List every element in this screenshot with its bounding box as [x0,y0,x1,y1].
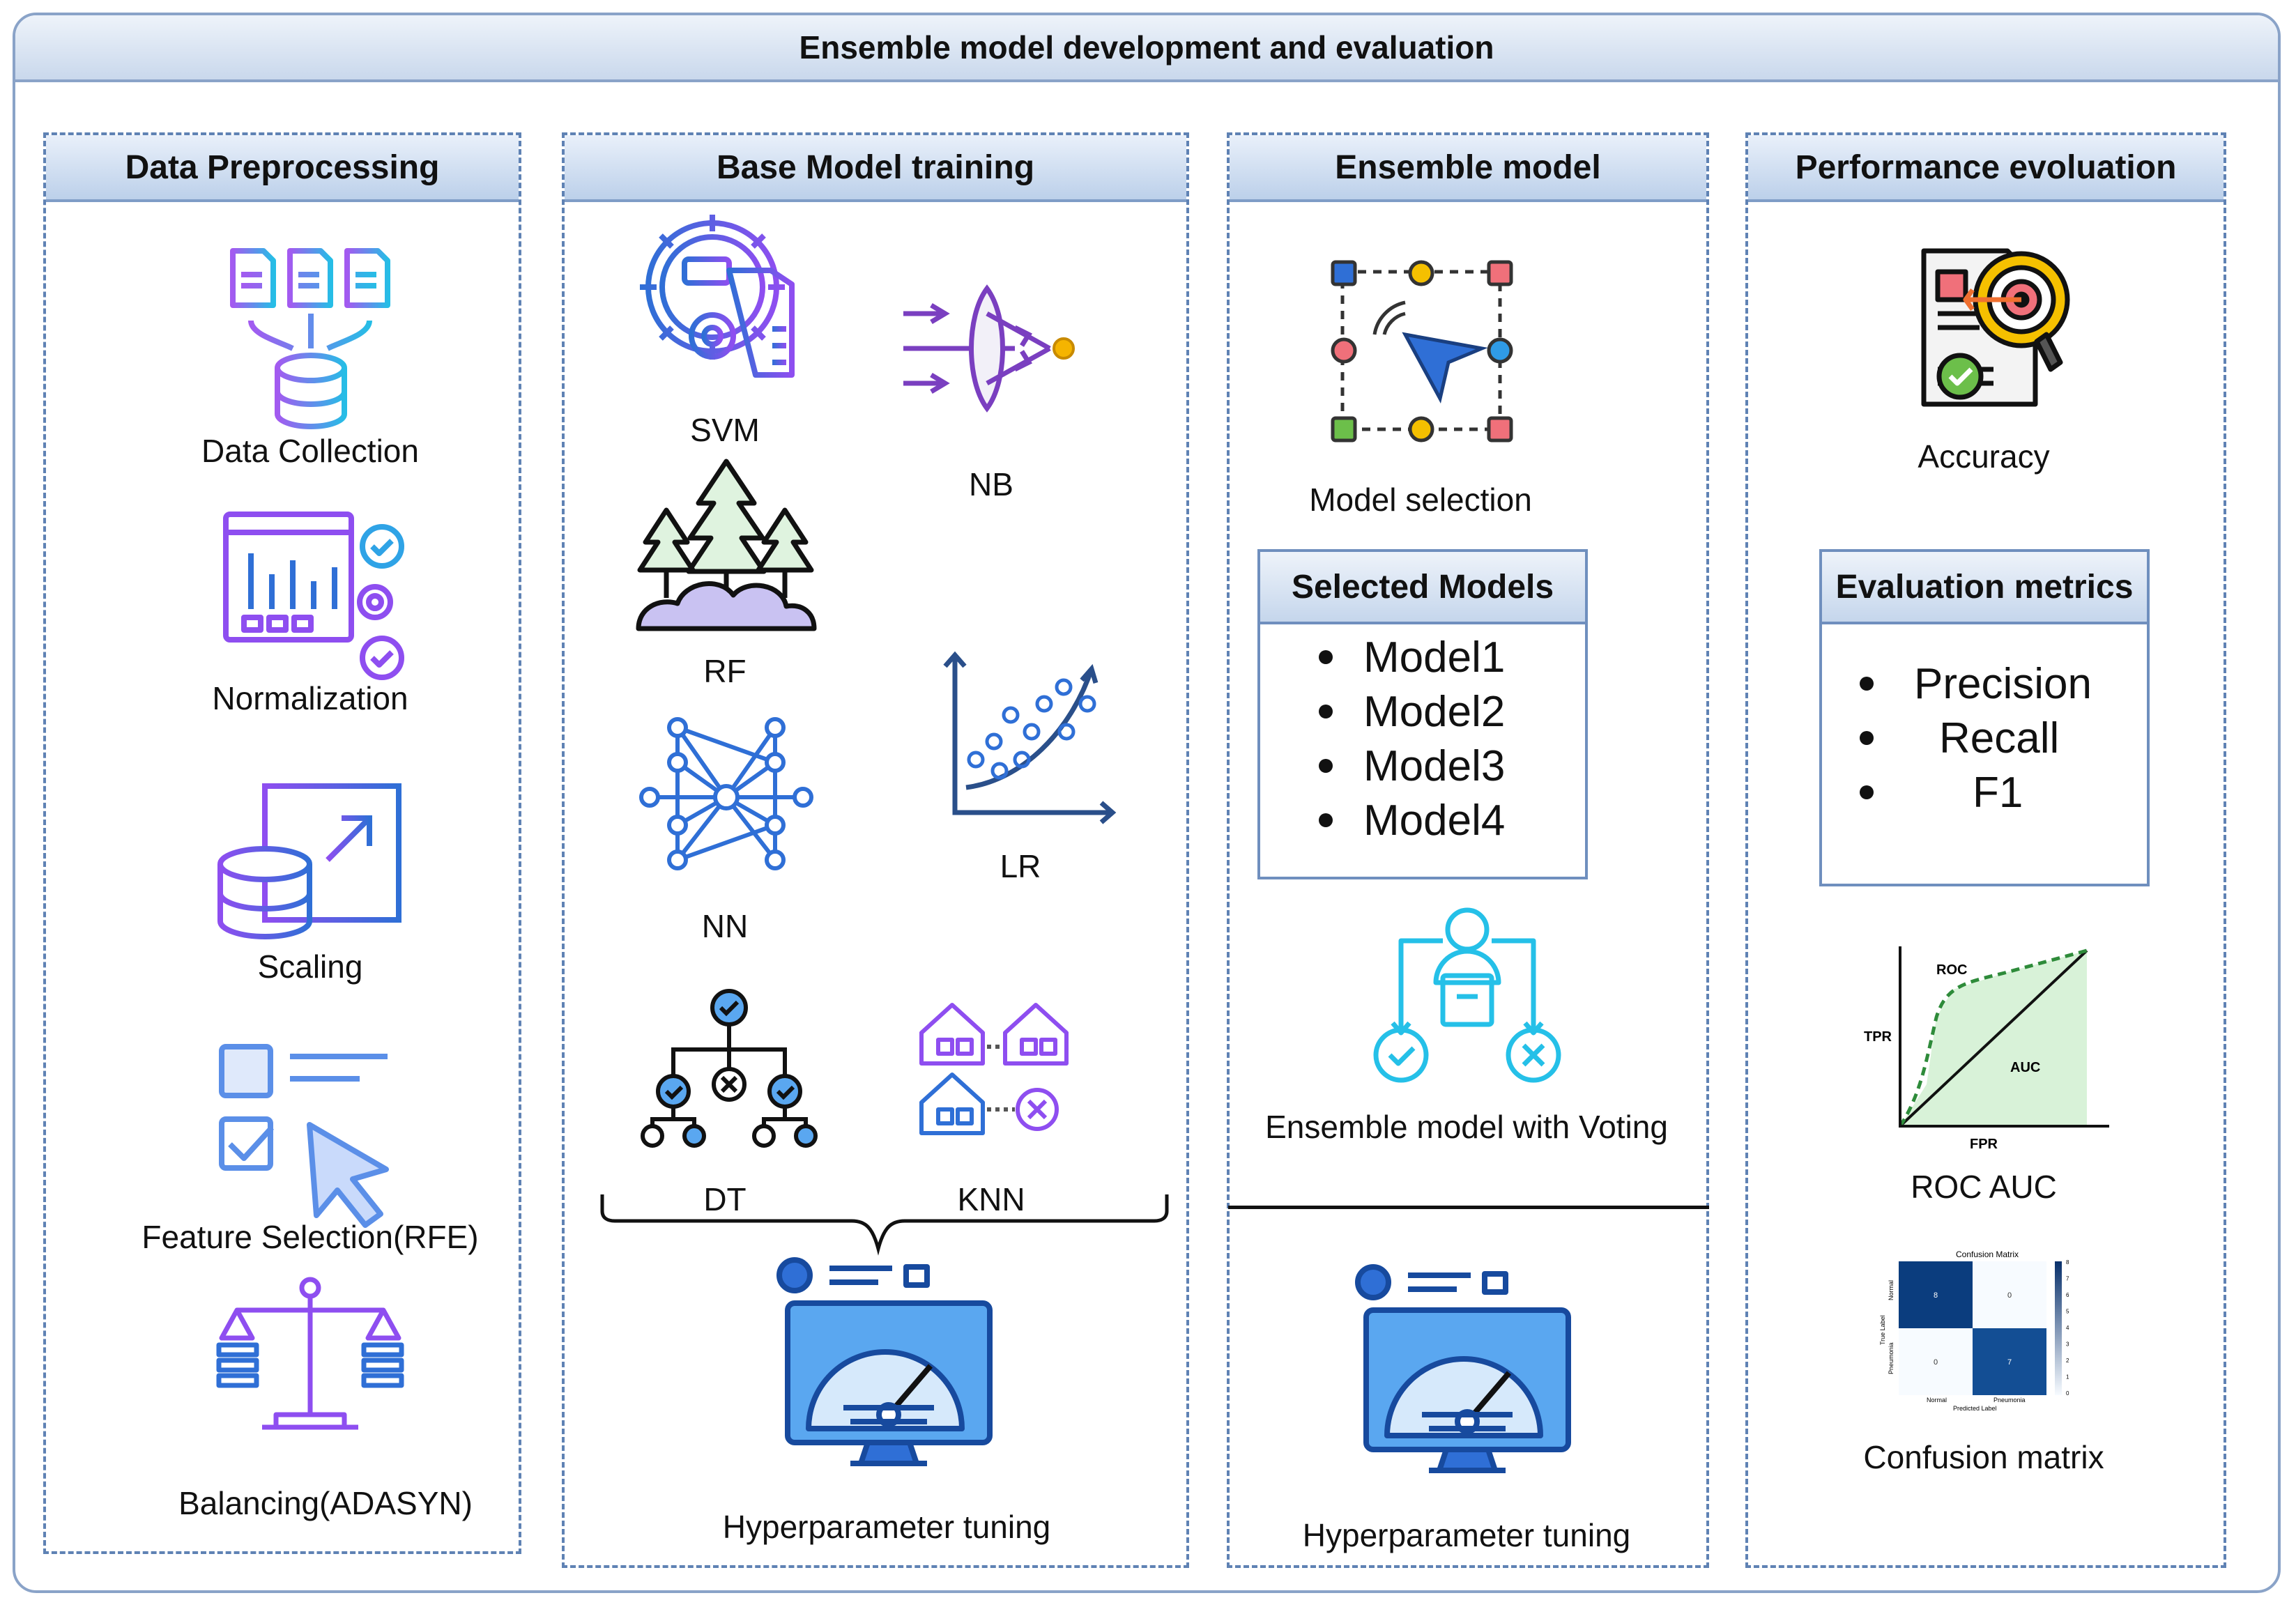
confusion-matrix-label: Confusion matrix [1863,1439,2104,1475]
rf-forest-icon [636,459,817,631]
title-bar: Ensemble model development and evaluatio… [15,15,2278,82]
nn-network-icon [639,717,813,870]
selected-models-list: Model1 Model2 Model3 Model4 [1319,630,1505,847]
fpr-axis-label: FPR [1970,1137,1998,1152]
scale-tick-label: 5 [2066,1309,2069,1315]
cell-tn [1899,1261,1973,1328]
scale-tick-label: 3 [2066,1341,2069,1348]
class-label: Normal [1927,1397,1947,1404]
column-header: Ensemble model [1230,135,1706,202]
cell-fp [1973,1261,2046,1328]
color-scale [2055,1261,2062,1395]
scale-tick-label: 8 [2066,1259,2069,1266]
lr-label: LR [1000,848,1041,884]
model-selection-icon [1331,260,1513,443]
normalization-icon [223,512,404,680]
column-performance: Performance evoluation [1745,132,2226,1568]
svm-label: SVM [690,412,760,448]
normalization-label: Normalization [212,680,408,716]
list-item: Model2 [1319,684,1505,739]
cell-value: 8 [1934,1291,1938,1300]
base-tuning-label: Hyperparameter tuning [722,1509,1051,1545]
nb-lens-icon [903,284,1075,413]
column-preprocessing: Data Preprocessing [43,132,521,1554]
column-ensemble: Ensemble model [1227,132,1709,1568]
feature-selection-label: Feature Selection(RFE) [141,1219,479,1255]
cell-tp [1973,1328,2046,1395]
cell-value: 0 [1934,1358,1938,1367]
svm-gear-icon [640,215,795,378]
confusion-title: Confusion Matrix [1956,1250,2019,1259]
balancing-icon [216,1277,404,1430]
list-item: Model3 [1319,739,1505,793]
hyperparameter-tuning-icon [776,1257,993,1466]
balancing-label: Balancing(ADASYN) [178,1485,473,1521]
feature-selection-icon [219,1044,389,1228]
rf-label: RF [703,653,747,689]
column-header: Performance evoluation [1748,135,2224,202]
knn-label: KNN [957,1181,1025,1217]
column-header: Data Preprocessing [46,135,519,202]
lr-scatter-icon [943,651,1117,824]
selected-models-title: Selected Models [1260,552,1585,624]
selected-models-box: Selected Models Model1 Model2 Model3 Mod… [1257,549,1588,879]
tpr-axis-label: TPR [1864,1029,1892,1045]
metrics-list: Precision Recall F1 [1860,656,2111,820]
hyperparameter-tuning-icon [1355,1264,1571,1473]
ensemble-divider [1228,1206,1709,1209]
voting-label: Ensemble model with Voting [1265,1109,1668,1145]
cell-value: 7 [2007,1358,2012,1367]
row-axis-label: True Label [1879,1315,1886,1345]
evaluation-metrics-title: Evaluation metrics [1822,552,2147,624]
col-axis-label: Predicted Label [1953,1405,1997,1412]
knn-houses-icon [919,1003,1069,1135]
scale-tick-label: 2 [2066,1358,2069,1364]
data-collection-icon [230,248,390,429]
scaling-label: Scaling [257,948,363,985]
scale-tick-label: 4 [2066,1325,2069,1331]
class-label: Pneumonia [1993,1397,2026,1404]
list-item: Recall [1860,711,2111,765]
class-label: Normal [1888,1280,1895,1300]
diagram-title: Ensemble model development and evaluatio… [799,29,1494,66]
cell-fn [1899,1328,1973,1395]
auc-region-label: AUC [2010,1060,2040,1075]
nn-label: NN [701,908,749,944]
voting-icon [1373,907,1561,1083]
list-item: Precision [1860,656,2111,711]
accuracy-target-icon [1921,248,2070,407]
scale-tick-label: 7 [2066,1276,2069,1282]
list-item: F1 [1860,765,2111,820]
models-brace [600,1194,1169,1256]
column-header: Base Model training [565,135,1186,202]
column-base-training: Base Model training [562,132,1189,1568]
scale-tick-label: 0 [2066,1390,2069,1397]
dt-label: DT [703,1181,747,1217]
roc-curve-label: ROC [1936,962,1967,978]
scaling-icon [217,783,401,940]
list-item: Model4 [1319,793,1505,847]
accuracy-label: Accuracy [1918,438,2050,475]
model-selection-label: Model selection [1309,482,1532,518]
nb-label: NB [969,466,1013,502]
data-collection-label: Data Collection [201,433,419,469]
cell-value: 0 [2007,1291,2012,1300]
roc-auc-plot: ROC TPR FPR AUC [1864,946,2109,1152]
scale-tick-label: 1 [2066,1374,2069,1381]
scale-tick-label: 6 [2066,1292,2069,1298]
evaluation-metrics-box: Evaluation metrics Precision Recall F1 [1819,549,2150,886]
class-label: Pneumonia [1888,1342,1895,1374]
ensemble-tuning-label: Hyperparameter tuning [1302,1517,1631,1553]
list-item: Model1 [1319,630,1505,684]
dt-tree-icon [641,989,818,1148]
roc-auc-label: ROC AUC [1911,1169,2057,1205]
confusion-matrix-plot: Confusion Matrix 8 0 0 7 Normal Pneumoni… [1879,1250,2069,1412]
